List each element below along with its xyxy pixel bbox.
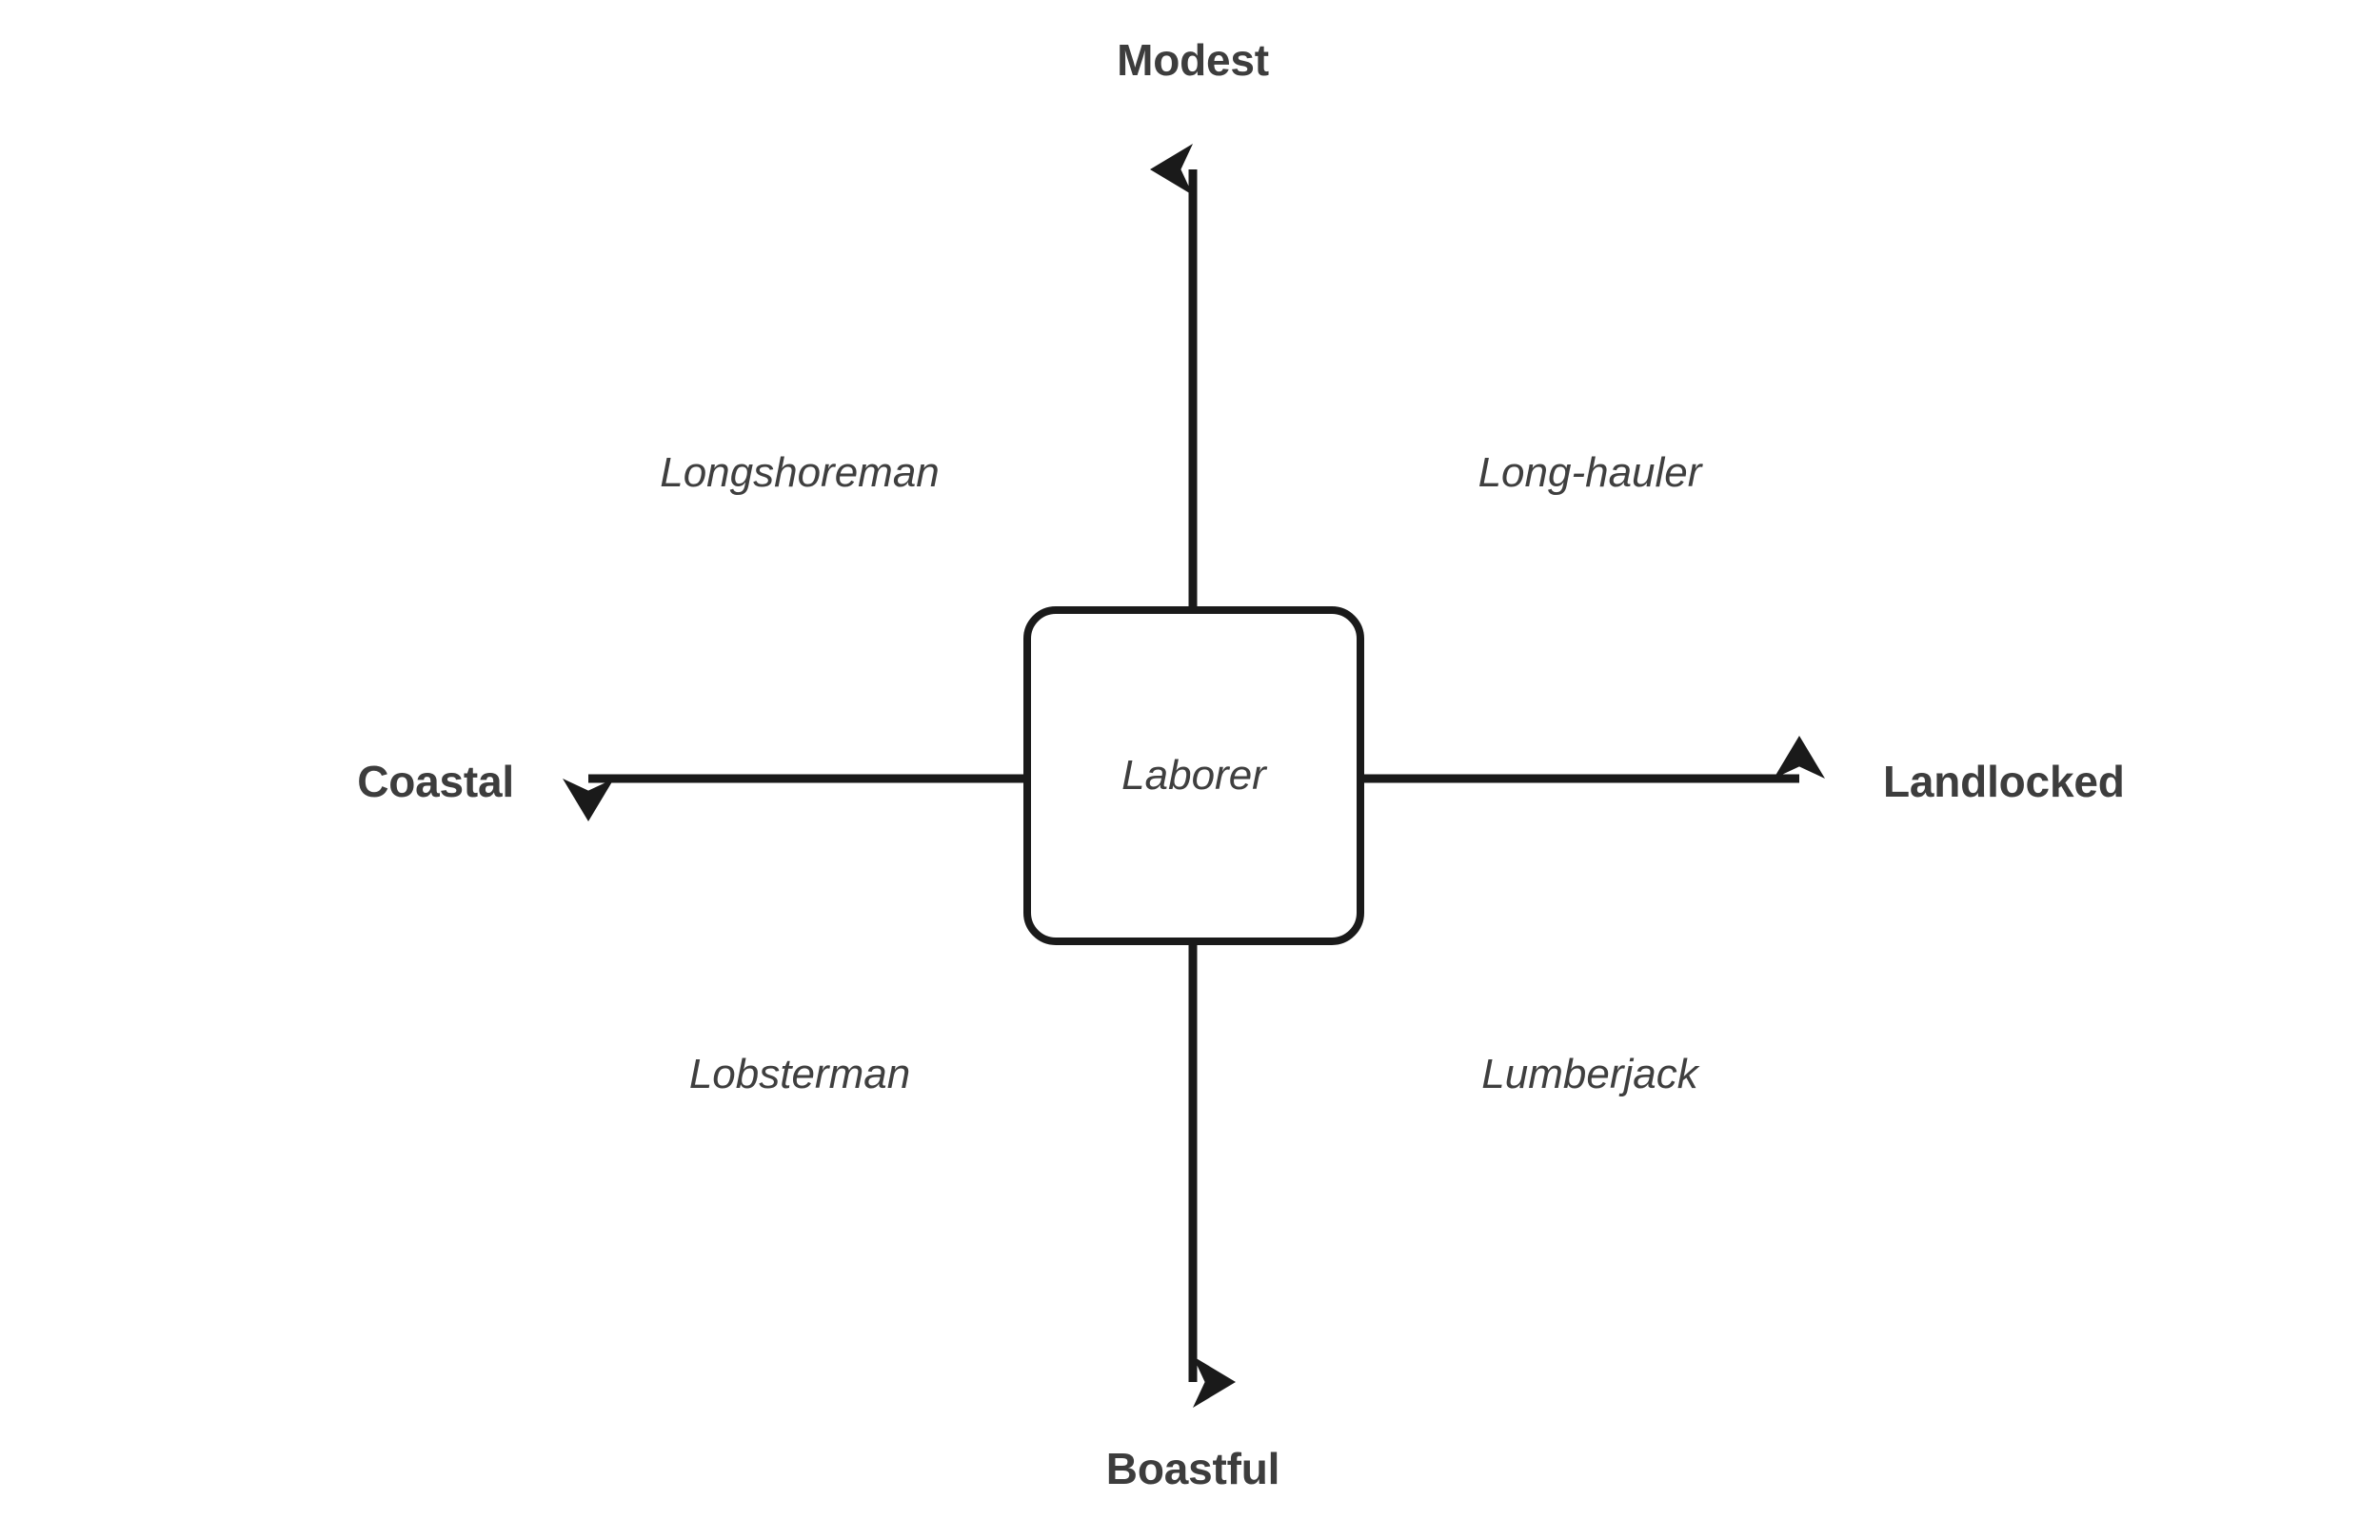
- quadrant-label-bottom-left: Lobsterman: [688, 1051, 911, 1097]
- axis-label-modest: Modest: [1117, 35, 1269, 85]
- quadrant-label-bottom-right: Lumberjack: [1481, 1051, 1698, 1097]
- axis-label-landlocked: Landlocked: [1883, 757, 2125, 806]
- axis-label-boastful: Boastful: [1105, 1444, 1280, 1493]
- quadrant-label-top-left: Longshoreman: [660, 449, 940, 496]
- axis-label-coastal: Coastal: [357, 757, 514, 806]
- center-node: Laborer: [1023, 606, 1364, 945]
- center-node-label: Laborer: [1121, 752, 1266, 799]
- quadrant-label-top-right: Long-hauler: [1478, 449, 1702, 496]
